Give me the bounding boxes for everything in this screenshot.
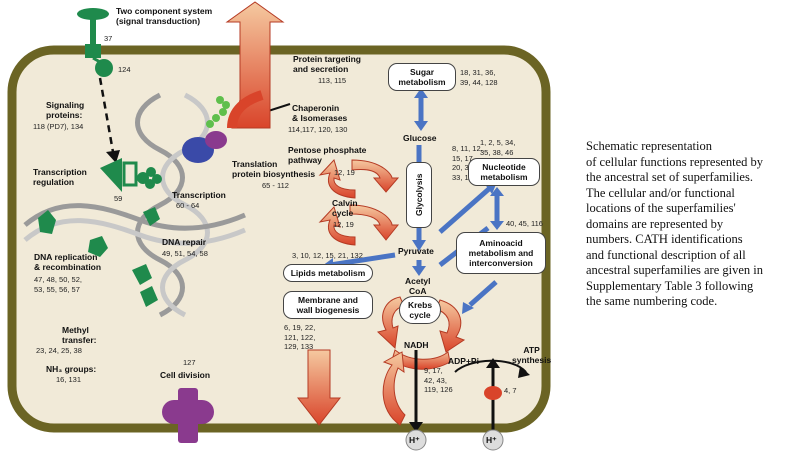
protein-targeting-title: Protein targeting and secretion [293,54,362,74]
calvin-nums: 12, 19 [333,220,354,229]
calvin-cycle-arrow [318,204,400,246]
two-component-label: Two component system (signal transductio… [116,6,213,26]
h-plus-circle-1 [405,429,427,451]
sugar-nums: 18, 31, 36, 39, 44, 128 [460,68,498,87]
chaperonin-nums: 114,117, 120, 130 [288,125,348,134]
cell-drawing [7,1,551,451]
proton-channel-arrows [409,350,500,440]
num-124: 124 [118,65,131,74]
signal-arrow [98,77,115,153]
dna-enzymes-icon [38,207,160,307]
protein-targeting-nums: 113, 115 [318,76,347,85]
nh3-nums: 16, 131 [56,375,82,384]
cell-division-num: 127 [183,358,196,367]
signaling-nums: 118 (PD7), 134 [33,122,84,131]
chaperonin-title: Chaperonin & Isomerases [292,103,348,123]
transcription-nums: 60 - 64 [176,201,200,210]
pentose-cycle-arrow [318,159,400,199]
h-plus-label-1: H⁺ [409,435,420,445]
methyl-nums: 23, 24, 25, 38 [36,346,82,355]
nucleotide-nums: 1, 2, 5, 34, 35, 38, 46 [480,138,516,157]
cell-membrane [7,45,551,433]
nadh-nums: 9, 17, 42, 43, 119, 126 [424,366,453,394]
nucleotide-metabolism-box: Nucleotide metabolism [468,158,540,186]
acetyl-coa-label: Acetyl CoA [405,276,431,296]
aminoacid-nums: 40, 45, 116 [506,219,543,228]
dna-helix-icon [23,92,246,318]
methyl-title: Methyl transfer: [62,325,97,345]
membrane-arrow [296,349,342,426]
dna-replication-title: DNA replication & recombination [34,252,102,272]
translation-nums: 65 - 112 [262,181,289,190]
transcription-title: Transcription [172,190,226,200]
atp-synthase-icon [484,386,502,400]
pentose-nums: 12, 19 [334,168,355,177]
figure-caption: Schematic representation of cellular fun… [586,139,764,308]
nadh-arrow [382,351,406,426]
calvin-title: Calvin cycle [332,198,358,218]
nadh-label: NADH [404,340,429,350]
membrane-nums: 6, 19, 22, 121, 122, 129, 133 [284,323,316,351]
membrane-biogenesis-box: Membrane and wall biogenesis [283,291,373,319]
lipids-nums: 3, 10, 12, 15, 21, 132 [292,251,363,260]
cell-division-icon [162,388,214,443]
num-59: 59 [114,194,123,203]
secretion-arrow [225,1,285,129]
aminoacid-metabolism-box: Aminoacid metabolism and interconversion [456,232,546,274]
transcription-regulator-icon [100,158,162,192]
cell-diagram: Two component system (signal transductio… [7,1,552,451]
pentose-title: Pentose phosphate pathway [288,145,367,165]
adp-label: ADP+Pi [448,356,479,366]
translation-title: Translation protein biosynthesis [232,159,316,179]
dna-replication-nums: 47, 48, 50, 52, 53, 55, 56, 57 [34,275,82,294]
dna-repair-nums: 49, 51, 54, 58 [162,249,208,258]
cell-division-label: Cell division [160,370,211,380]
h-plus-circle-2 [482,429,504,451]
glucose-label: Glucose [403,133,437,143]
lipids-metabolism-box: Lipids metabolism [283,264,373,282]
h-plus-label-2: H⁺ [486,435,497,445]
two-component-receptor-icon [77,8,113,77]
nh3-title: NH₃ groups: [46,364,97,374]
num-37: 37 [104,34,113,43]
glycolysis-box: Glycolysis [406,162,432,228]
krebs-cycle-box: Krebs cycle [399,296,441,324]
dna-repair-title: DNA repair [162,237,207,247]
sugar-metabolism-box: Sugar metabolism [388,63,456,91]
ribosome-icon [182,96,230,163]
atp-nums: 4, 7 [504,386,517,395]
pyruvate-label: Pyruvate [398,246,434,256]
atp-synthesis-label: ATP synthesis [512,345,552,365]
signaling-title: Signaling proteins: [46,100,85,120]
transcription-regulation-label: Transcription regulation [33,167,87,187]
